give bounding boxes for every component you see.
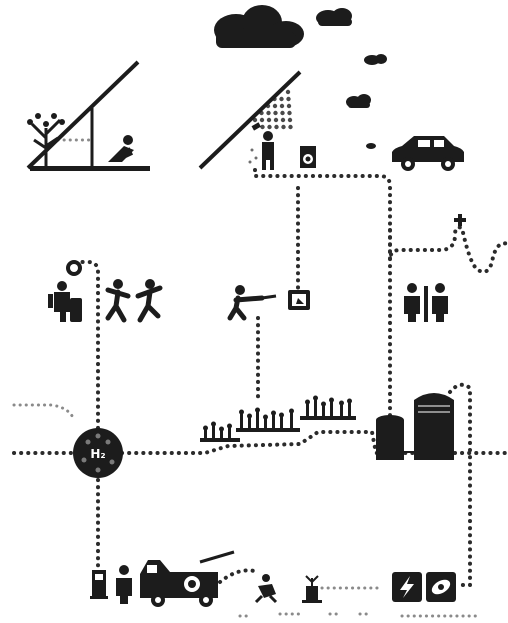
rain-dot <box>281 118 285 122</box>
person-pouring-icon <box>48 281 82 322</box>
rain-dot <box>279 97 283 101</box>
crop-plant-head <box>329 398 334 403</box>
rain-dot <box>281 125 285 129</box>
lightning-power-icon <box>392 572 422 602</box>
person-hose-icon <box>230 285 276 318</box>
faint-left-dashes <box>14 405 74 420</box>
rain-dot <box>260 125 264 129</box>
crop-plant-head <box>203 426 208 431</box>
rain-dot <box>266 111 270 115</box>
antenna-device-icon <box>302 576 322 603</box>
sun-shelter-scene <box>27 62 150 171</box>
person-icon-2 <box>432 283 448 322</box>
hub-label: H₂ <box>90 447 105 461</box>
satellite-icon <box>426 572 456 602</box>
crop-plant <box>290 411 293 428</box>
rain-dot <box>260 118 264 122</box>
small-cloud-icon-2 <box>364 54 387 65</box>
divider-bar <box>424 286 428 322</box>
storage-tank-icon <box>376 415 404 460</box>
crop-plant-head <box>219 427 224 432</box>
cloud-icon <box>214 5 304 48</box>
crop-fields <box>200 396 356 443</box>
rain-dot <box>273 111 277 115</box>
dancing-people-icon <box>108 279 160 320</box>
connector-network <box>14 140 508 588</box>
crop-plant-head <box>255 408 260 413</box>
hub-up-line <box>80 262 98 428</box>
rain-dot <box>288 125 292 129</box>
rain-dot <box>286 90 290 94</box>
water-carrier-scene <box>48 260 160 322</box>
rain-dot <box>273 104 277 108</box>
crop-plant-head <box>347 399 352 404</box>
shelter-ground <box>30 166 150 171</box>
crop-plant <box>256 410 259 428</box>
washing-machine-icon <box>300 146 316 168</box>
crop-plant-head <box>279 413 284 418</box>
fuel-pump-icon <box>90 570 108 599</box>
water-jar-icon <box>66 260 82 276</box>
crop-plant-head <box>321 402 326 407</box>
crop-plant-head <box>263 415 268 420</box>
rain-dot <box>274 118 278 122</box>
truck-to-child-line <box>220 570 258 582</box>
hydrogen-hub-icon: H₂ <box>73 428 123 478</box>
rain-dot <box>274 125 278 129</box>
child-playing-icon <box>256 574 276 602</box>
car-icon <box>392 136 464 171</box>
small-cloud-icon-1 <box>316 8 352 26</box>
tv-icon <box>288 290 310 310</box>
shower-person-icon <box>249 122 275 170</box>
storm-scene <box>200 5 387 170</box>
hydrogen-truck-icon <box>140 552 234 607</box>
crop-plant-head <box>289 409 294 414</box>
crop-plant-head <box>313 396 318 401</box>
attendant-person-icon <box>116 565 132 604</box>
rain-dot <box>267 118 271 122</box>
rain-dot <box>280 111 284 115</box>
crop-plant-head <box>227 424 232 429</box>
rain-dot <box>287 104 291 108</box>
rain-dot <box>267 125 271 129</box>
small-cloud-icon-3 <box>346 94 371 108</box>
crop-plant-head <box>339 401 344 406</box>
crop-plant-head <box>239 410 244 415</box>
small-cloud-icon-4 <box>366 143 376 149</box>
rain-dot <box>286 97 290 101</box>
crop-plant-head <box>271 411 276 416</box>
tap-wave-line <box>390 227 508 271</box>
person-icon <box>404 283 420 322</box>
storage-silo-icon <box>404 393 454 460</box>
rain-dot <box>287 111 291 115</box>
rain-dot <box>280 104 284 108</box>
faint-footer-dots <box>240 614 480 616</box>
crop-plant-head <box>305 400 310 405</box>
crop-plant <box>314 398 317 416</box>
person-reading-icon <box>108 135 134 162</box>
crop-plant-head <box>247 414 252 419</box>
crop-plant-head <box>211 422 216 427</box>
rain-dot <box>288 118 292 122</box>
water-tap-icon <box>454 214 466 226</box>
